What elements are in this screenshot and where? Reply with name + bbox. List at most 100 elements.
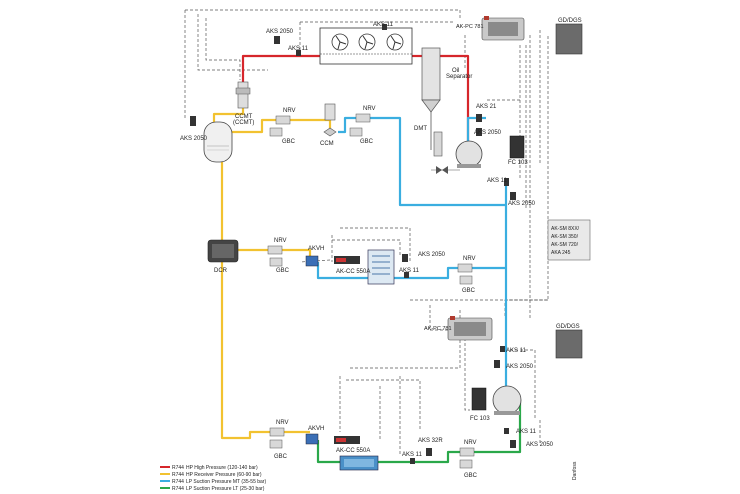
label-aksm-1: AK-SM 8XX/ [551, 226, 580, 232]
lt-freezer-case [339, 455, 379, 471]
label-aks2050-mid: AKS 2050 [474, 130, 502, 136]
label-aks11-mid: AKS 11 [487, 178, 508, 184]
legend-tag-2: R744 [172, 479, 184, 485]
label-ccm: CCM [320, 141, 334, 147]
label-nrv5: NRV [276, 420, 289, 426]
label-aksm-2: AK-SM 350/ [551, 234, 579, 240]
label-ccmt-paren: (CCMT) [233, 120, 254, 126]
legend-text-1: HP Receiver Pressure (60-90 bar) [186, 472, 262, 478]
label-aks2050-case: AKS 2050 [418, 252, 446, 258]
label-aks11-lt2: AKS 11 [516, 429, 537, 435]
labels: AKS 2050 AKS 11 AKS 11 AK-PC 781 GD/DGS … [180, 18, 582, 479]
gd-dgs-top [555, 23, 583, 55]
gas-cooler-fan-1 [331, 33, 349, 51]
legend-item-1: R744 HP Receiver Pressure (60-90 bar) [160, 472, 262, 478]
label-oil-separator-1: Oil [452, 68, 459, 74]
gas-cooler-fan-2 [358, 33, 376, 51]
label-akvh1: AKVH [308, 246, 324, 252]
receiver-tank [203, 121, 233, 163]
fc-103-top [509, 135, 525, 159]
ccm-valve [323, 103, 337, 137]
lp-lt-pipe [316, 440, 340, 464]
mt-compressor [455, 140, 483, 168]
control-wiring [184, 9, 549, 455]
lp-lt-pipe-2 [378, 400, 522, 464]
label-nrv2: NRV [363, 106, 376, 112]
oil-separator [421, 47, 441, 150]
label-nrv6: NRV [464, 440, 477, 446]
label-gd-dgs-mid: GD/DGS [556, 324, 580, 330]
gas-cooler [319, 27, 413, 65]
label-akcc550a-1: AK-CC 550A [336, 269, 370, 275]
gas-cooler-fan-3 [386, 33, 404, 51]
legend-tag-1: R744 [172, 472, 184, 478]
lp-mt-pipe-4 [316, 262, 506, 280]
ccmt-valve [235, 81, 251, 109]
legend-item-3: R744 LP Suction Pressure LT (25-30 bar) [160, 486, 265, 492]
ak-cc-550a-1 [334, 256, 360, 264]
legend-text-2: LP Suction Pressure MT (35-55 bar) [186, 479, 266, 485]
fc-103-lt [471, 387, 487, 411]
label-aks2050-mid2: AKS 2050 [508, 201, 536, 207]
hp-receiver-pipe-6 [220, 262, 310, 440]
label-fc103-lt: FC 103 [470, 416, 490, 422]
akvh-valves [305, 255, 319, 445]
label-gbc4: GBC [462, 288, 476, 294]
label-aks32r: AKS 32R [418, 438, 443, 444]
label-aks2050-top: AKS 2050 [266, 29, 294, 35]
label-gbc2: GBC [360, 139, 374, 145]
mt-display-case [367, 249, 395, 285]
label-gbc6: GBC [464, 473, 478, 479]
lt-compressor [492, 385, 522, 415]
sensors [190, 24, 516, 464]
valve-groups [267, 113, 475, 469]
hp-receiver-pipe-2 [230, 118, 332, 134]
label-aks11-case: AKS 11 [399, 268, 420, 274]
ak-sm-box [547, 219, 591, 261]
label-gbc5: GBC [274, 454, 288, 460]
label-akcc550a-2: AK-CC 550A [336, 448, 370, 454]
label-nrv4: NRV [463, 256, 476, 262]
ak-cc-550a-2 [334, 436, 360, 444]
legend-item-0: R744 HP High Pressure (120-140 bar) [160, 465, 258, 471]
dcr-filter-drier [207, 239, 239, 263]
label-gbc3: GBC [276, 268, 290, 274]
label-nrv3: NRV [274, 238, 287, 244]
label-aksm-4: AKA 245 [551, 250, 571, 256]
hp-high-pipe [241, 54, 320, 82]
label-aks11-top2: AKS 11 [373, 22, 394, 28]
legend-text-0: HP High Pressure (120-140 bar) [186, 465, 258, 471]
label-nrv1: NRV [283, 108, 296, 114]
label-aks2050-left: AKS 2050 [180, 136, 208, 142]
label-akpc781-top: AK-PC 781 [456, 24, 484, 30]
label-aks2050-lt: AKS 2050 [506, 364, 534, 370]
label-fc103-top: FC 103 [508, 160, 528, 166]
label-dmt: DMT [414, 126, 427, 132]
gd-dgs-mid [555, 329, 583, 359]
label-aks21: AKS 21 [476, 104, 497, 110]
label-akvh2: AKVH [308, 426, 324, 432]
legend: R744 HP High Pressure (120-140 bar) R744… [160, 465, 266, 492]
label-akpc781-mid: AK-PC 781 [424, 326, 452, 332]
side-note: Danfoss [572, 461, 578, 480]
ak-pc-781-mid [447, 316, 493, 341]
legend-text-3: LP Suction Pressure LT (25-30 bar) [186, 486, 265, 492]
label-aks11-lt: AKS 11 [506, 348, 527, 354]
label-ccmt: CCMT [235, 114, 253, 120]
label-oil-separator-2: Separator [446, 74, 472, 80]
label-aksm-3: AK-SM 720/ [551, 242, 579, 248]
legend-tag-0: R744 [172, 465, 184, 471]
label-aks11-top: AKS 11 [288, 46, 309, 52]
legend-tag-3: R744 [172, 486, 184, 492]
label-gbc1: GBC [282, 139, 296, 145]
legend-item-2: R744 LP Suction Pressure MT (35-55 bar) [160, 479, 266, 485]
dmt-valve [431, 131, 460, 174]
ak-pc-781-top [481, 16, 525, 41]
label-gd-dgs-top: GD/DGS [558, 18, 582, 24]
label-dcr: DCR [214, 268, 228, 274]
label-aks11-bottom: AKS 11 [402, 452, 423, 458]
hp-receiver-pipe [212, 108, 245, 122]
refrigerant-piping [212, 54, 522, 464]
